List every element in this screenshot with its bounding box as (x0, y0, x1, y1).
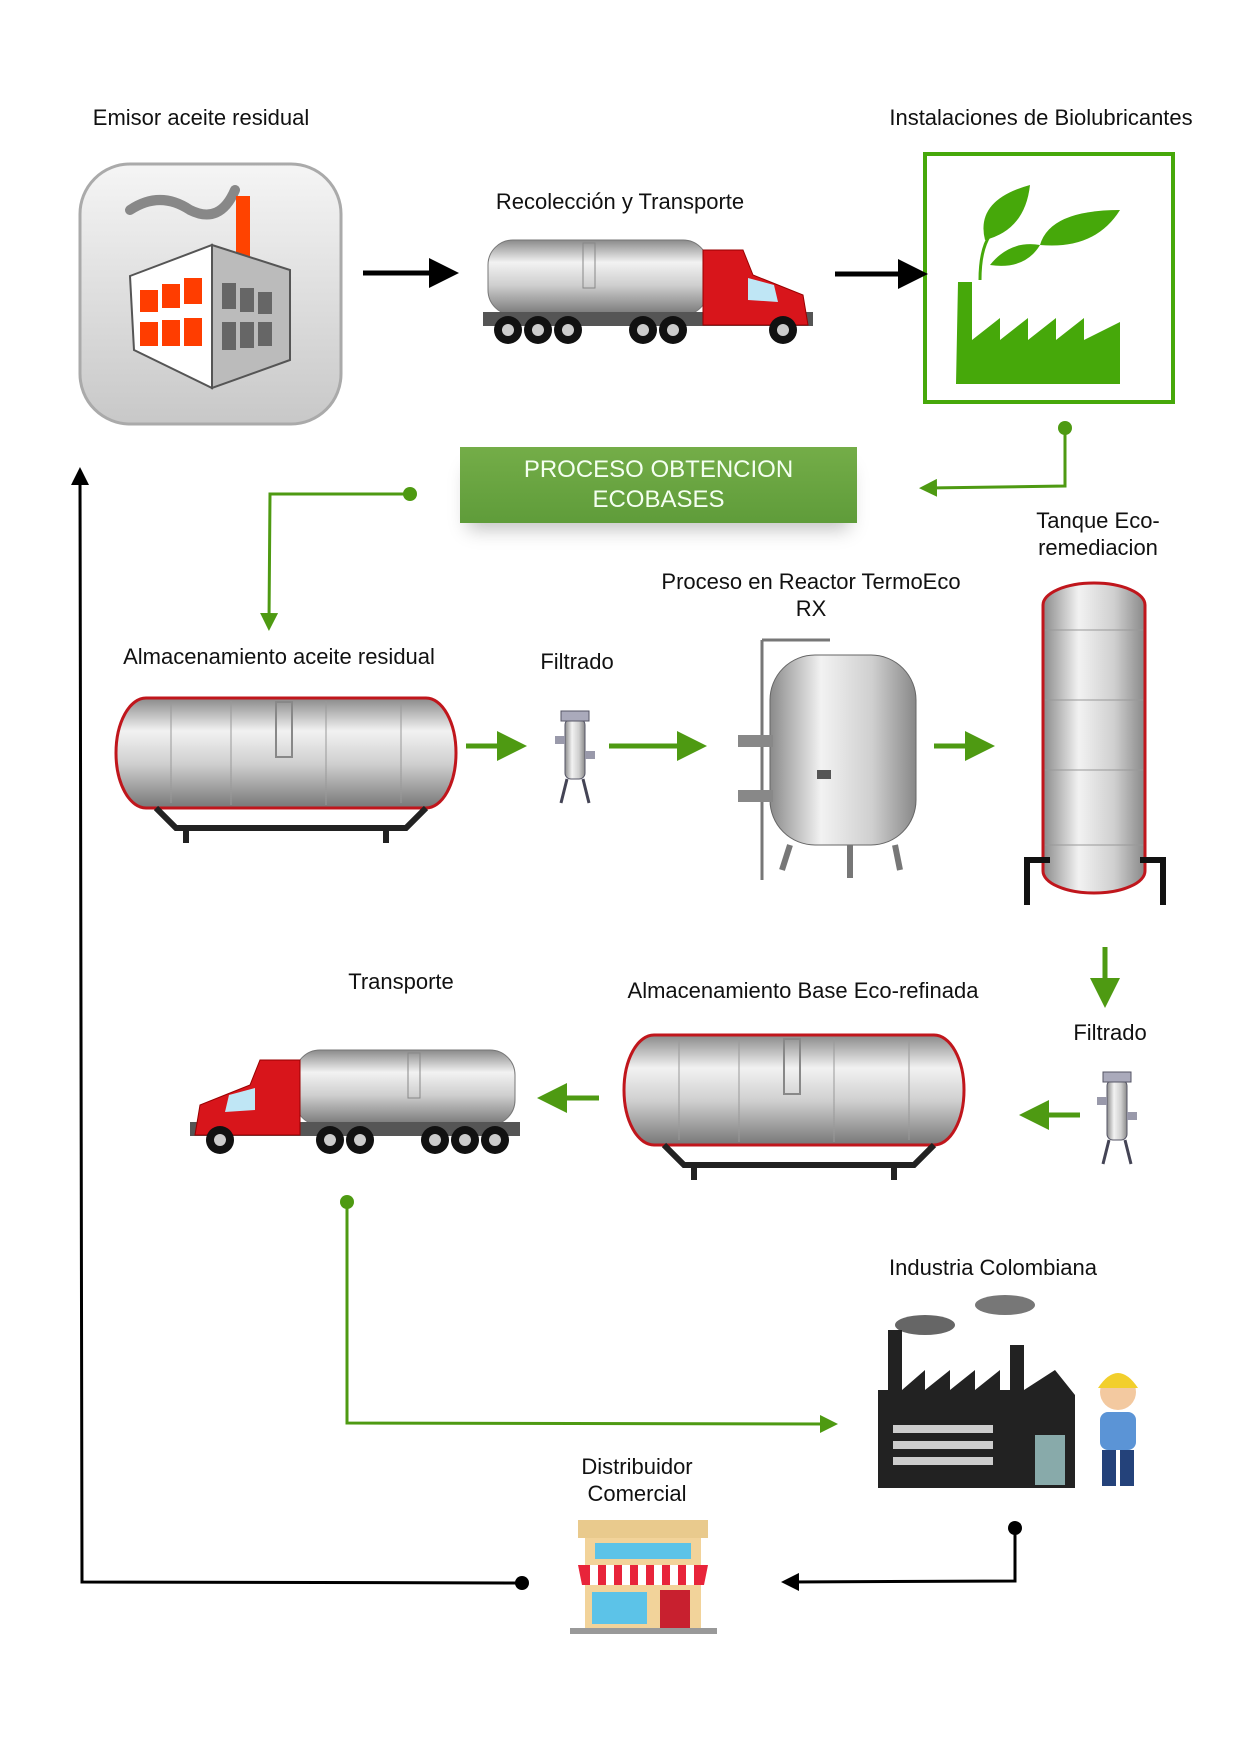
tanker-truck-icon (482, 239, 814, 345)
label-distribuidor-line-2: Comercial (587, 1481, 687, 1506)
label-recoleccion: Recolección y Transporte (495, 189, 745, 214)
filter-icon (1095, 1070, 1139, 1166)
label-filtrado-2: Filtrado (1073, 1020, 1147, 1045)
process-box: PROCESO OBTENCION ECOBASES (460, 447, 857, 523)
industrial-factory-icon (878, 1295, 1075, 1488)
label-tanque-line-1: Tanque Eco- (1036, 508, 1160, 533)
label-emisor: Emisor aceite residual (92, 105, 310, 130)
connector-industry-to-distributor (781, 1521, 1022, 1591)
factory-icon (78, 162, 343, 426)
worker-icon (1098, 1373, 1138, 1486)
label-industria: Industria Colombiana (889, 1255, 1097, 1280)
connector-truck-to-industry (340, 1195, 838, 1433)
label-reactor-line-1: Proceso en Reactor TermoEco (661, 569, 961, 594)
label-reactor-line-2: RX (795, 596, 827, 621)
label-filtrado-1: Filtrado (540, 649, 614, 674)
connector-distributor-to-emisor (71, 467, 529, 1590)
store-icon (570, 1520, 717, 1634)
process-line-1: PROCESO OBTENCION (523, 456, 794, 483)
connector-process-to-storage (260, 487, 417, 631)
label-almacenamiento-base: Almacenamiento Base Eco-refinada (627, 978, 979, 1003)
label-distribuidor: Distribuidor Comercial (581, 1453, 692, 1507)
storage-tank-icon (116, 698, 456, 843)
label-tanque-line-2: remediacion (1038, 535, 1158, 560)
storage-tank-icon (624, 1035, 964, 1180)
label-instalaciones: Instalaciones de Biolubricantes (889, 105, 1193, 130)
label-reactor: Proceso en Reactor TermoEco RX (661, 568, 960, 622)
vertical-tank-icon (1024, 581, 1166, 905)
reactor-icon (738, 638, 917, 880)
process-line-2: ECOBASES (592, 486, 725, 513)
label-tanque: Tanque Eco- remediacion (1036, 507, 1160, 561)
connector-facility-to-process (919, 421, 1072, 497)
filter-icon (553, 709, 597, 805)
eco-factory-icon (923, 152, 1175, 404)
label-transporte: Transporte (348, 969, 454, 994)
label-distribuidor-line-1: Distribuidor (581, 1454, 693, 1479)
tanker-truck-icon (189, 1049, 521, 1155)
label-almacenamiento-residual: Almacenamiento aceite residual (123, 644, 435, 669)
